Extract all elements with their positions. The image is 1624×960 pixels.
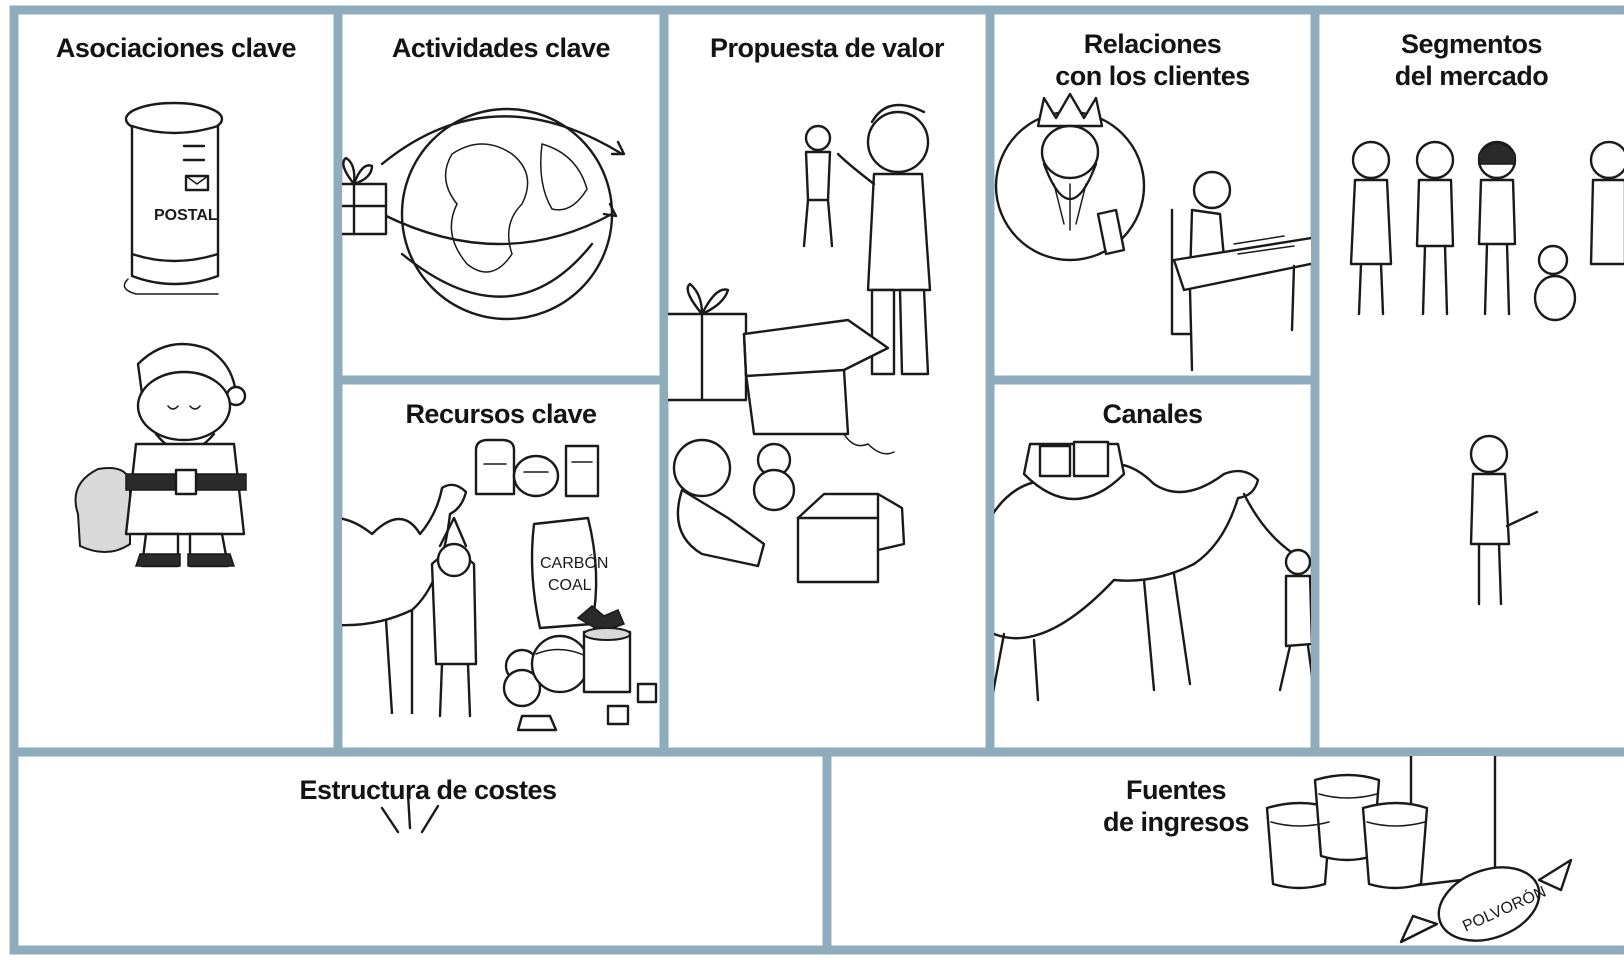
jars-icon (474, 438, 600, 498)
block-value-proposition: Propuesta de valor (668, 14, 986, 748)
block-key-resources: Recursos clave CARBÓN COAL (342, 384, 660, 748)
milk-icon (1265, 756, 1497, 890)
children-group-icon (1349, 140, 1624, 322)
key-partners-title: Asociaciones clave (55, 33, 297, 63)
customer-segments-title-2: del mercado (1394, 61, 1549, 91)
child-writing-icon (1170, 170, 1311, 372)
block-key-activities: Actividades clave (342, 14, 660, 376)
girl-teddy-icon (672, 438, 906, 584)
boy-icon (1469, 434, 1539, 606)
santa-icon (74, 342, 247, 568)
cost-structure-title: Estructura de costes (299, 775, 557, 805)
globe-gifts-icon (342, 107, 626, 321)
block-key-partners: Asociaciones clave POSTAL (18, 14, 334, 748)
camel-cargo-icon (994, 440, 1311, 702)
customer-relationships-title-1: Relaciones (1083, 29, 1222, 59)
sparkle-icon (380, 792, 440, 834)
customer-segments-title-1: Segmentos (1400, 29, 1543, 59)
gift-boxes-icon (668, 282, 895, 455)
camel-icon (342, 483, 478, 718)
revenue-streams-title-2: de ingresos (1102, 807, 1250, 837)
block-cost-structure: Estructura de costes (18, 756, 823, 946)
candy-icon: POLVORÓN (1399, 858, 1573, 944)
key-activities-title: Actividades clave (391, 33, 611, 63)
key-resources-title: Recursos clave (405, 399, 597, 429)
toys-icon (502, 627, 658, 732)
mailbox-icon: POSTAL (123, 101, 224, 295)
value-proposition-title: Propuesta de valor (709, 33, 945, 63)
block-customer-segments: Segmentos del mercado (1319, 14, 1624, 748)
block-revenue-streams: Fuentes de ingresos POLVORÓN (831, 756, 1624, 946)
customer-relationships-title-2: con los clientes (1055, 61, 1250, 91)
coal-sack-label-1: CARBÓN (540, 553, 608, 572)
block-channels: Canales (994, 384, 1311, 748)
coal-sack-label-2: COAL (548, 577, 592, 594)
revenue-streams-title-1: Fuentes (1125, 775, 1227, 805)
mailbox-label: POSTAL (154, 207, 218, 224)
channels-title: Canales (1102, 399, 1203, 429)
king-icon (994, 92, 1146, 262)
block-customer-relationships: Relaciones con los clientes (994, 14, 1311, 376)
coal-sack-icon: CARBÓN COAL (530, 516, 626, 633)
